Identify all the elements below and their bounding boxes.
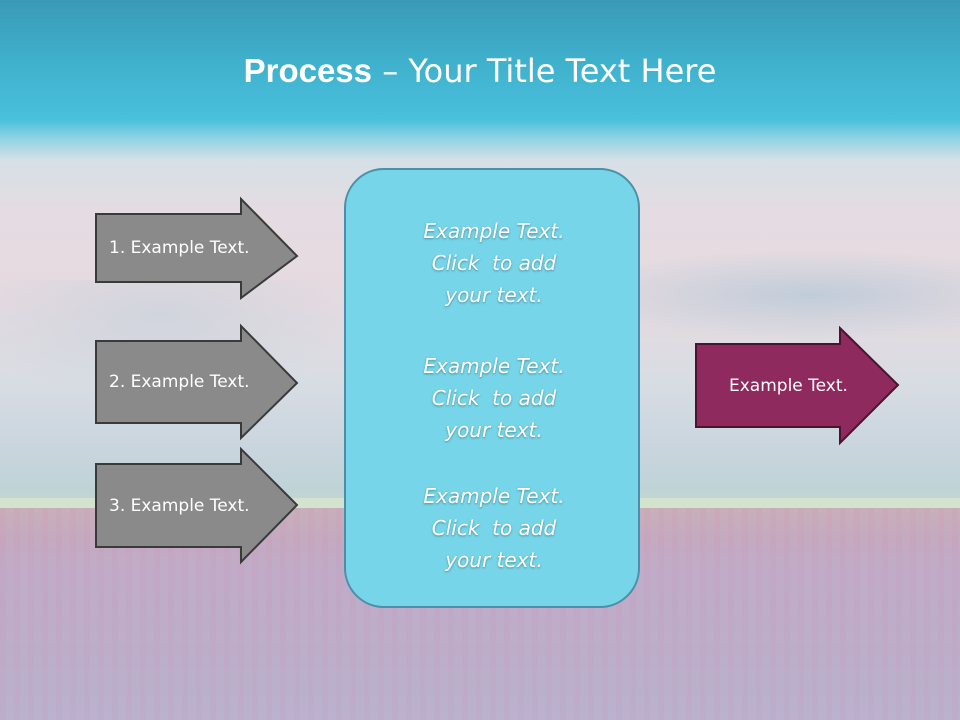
slide-title[interactable]: Process – Your Title Text Here (0, 52, 960, 90)
arrow-polygon (95, 446, 299, 565)
center-text-line: Click to add (431, 251, 557, 275)
center-text-line: your text. (445, 283, 543, 307)
center-text-line: Example Text. (423, 354, 565, 378)
center-text-box[interactable]: Example Text. Click to add your text. Ex… (344, 168, 640, 608)
arrow-shape (95, 446, 299, 565)
output-arrow[interactable]: Example Text. (695, 325, 900, 446)
input-arrow-3[interactable]: 3. Example Text. (95, 446, 299, 565)
arrow-polygon (95, 323, 299, 441)
center-text-block-3: Example Text. Click to add your text. (346, 480, 642, 576)
input-arrow-2[interactable]: 2. Example Text. (95, 323, 299, 441)
arrow-shape (95, 323, 299, 441)
output-arrow-label: Example Text. (729, 375, 848, 396)
center-text-block-2: Example Text. Click to add your text. (346, 350, 642, 446)
input-arrow-3-label: 3. Example Text. (109, 495, 250, 516)
center-text-line: your text. (445, 418, 543, 442)
input-arrow-1-label: 1. Example Text. (109, 238, 250, 258)
center-text-line: Click to add (431, 386, 557, 410)
center-text-line: Example Text. (423, 484, 565, 508)
slide-title-bold: Process (243, 52, 373, 89)
slide-title-rest: – Your Title Text Here (372, 52, 717, 90)
input-arrow-1[interactable]: 1. Example Text. (95, 196, 299, 300)
arrow-polygon (95, 196, 299, 300)
center-text-line: Example Text. (423, 219, 565, 243)
input-arrow-2-label: 2. Example Text. (109, 372, 250, 392)
center-text-line: Click to add (431, 516, 557, 540)
arrow-shape (695, 325, 900, 446)
arrow-polygon (695, 325, 900, 446)
center-text-line: your text. (445, 548, 543, 572)
arrow-shape (95, 196, 299, 300)
center-text-block-1: Example Text. Click to add your text. (346, 215, 642, 311)
